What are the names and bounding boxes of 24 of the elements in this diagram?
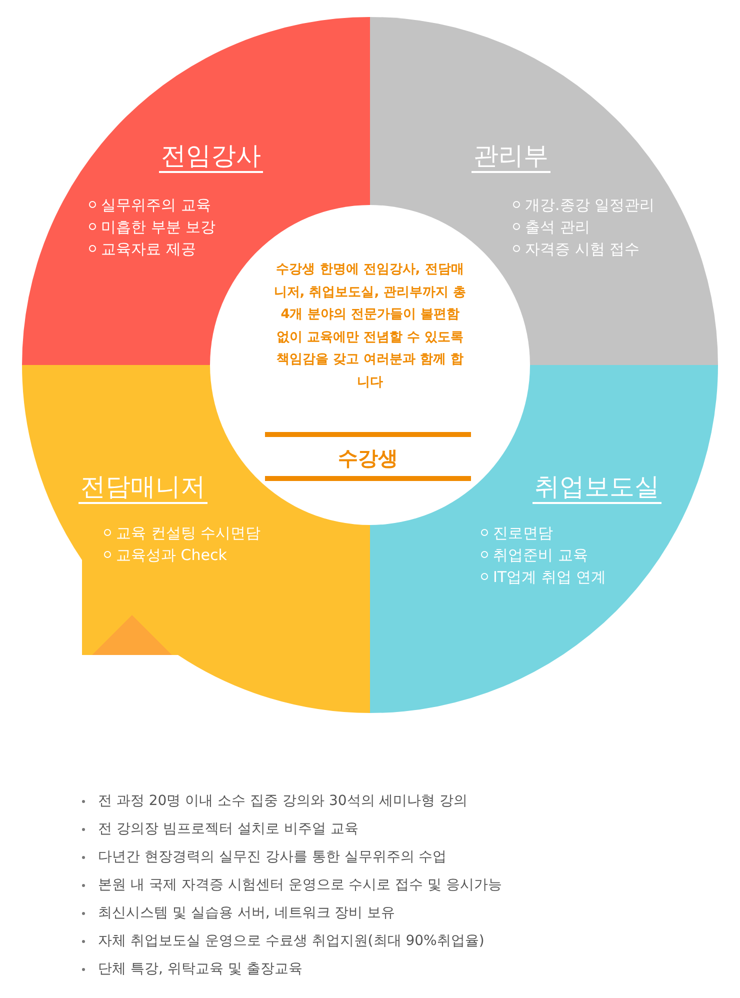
section-heading: 관리부 [472, 141, 550, 173]
bullet-item: 교육 컨설팅 수시면담 [103, 523, 261, 543]
list-item: 본원 내 국제 자격증 시험센터 운영으로 수시로 접수 및 응시가능 [80, 875, 502, 895]
bullet-item: 실무위주의 교육 [88, 195, 211, 215]
list-item: 전 과정 20명 이내 소수 집중 강의와 30석의 세미나형 강의 [80, 791, 468, 811]
list-item: 자체 취업보도실 운영으로 수료생 취업지원(최대 90%취업율) [80, 931, 484, 951]
list-item: 다년간 현장경력의 실무진 강사를 통한 실무위주의 수업 [80, 847, 447, 867]
bullet-item: 교육자료 제공 [88, 239, 196, 259]
list-item: 단체 특강, 위탁교육 및 출장교육 [80, 959, 302, 979]
bullet-item: 취업준비 교육 [480, 545, 588, 565]
bullet-item: 개강.종강 일정관리 [512, 195, 655, 215]
bullet-item: IT업계 취업 연계 [480, 567, 606, 587]
bullet-item: 자격증 시험 접수 [512, 239, 640, 259]
section-heading: 취업보도실 [532, 472, 662, 504]
section-heading: 전임강사 [159, 141, 263, 173]
intro-text: 수강생 한명에 전임강사, 전담매니저, 취업보도실, 관리부까지 총 4개 분야의 전문가들이 불편함 없이 교육에만 전념할 수 있도록 책임감을 갖고 여러분과 함께 합니다 [272, 261, 468, 392]
bullet-item: 진로면담 [480, 523, 553, 543]
bullet-item: 출석 관리 [512, 217, 590, 237]
bullet-item: 교육성과 Check [103, 545, 227, 565]
center-label: 수강생 [338, 445, 398, 471]
section-heading: 전담매니저 [78, 472, 208, 504]
list-item: 전 강의장 빔프로젝터 설치로 비주얼 교육 [80, 819, 358, 839]
list-item: 최신시스템 및 실습용 서버, 네트워크 장비 보유 [80, 903, 396, 923]
bullet-item: 미흡한 부분 보강 [88, 217, 216, 237]
